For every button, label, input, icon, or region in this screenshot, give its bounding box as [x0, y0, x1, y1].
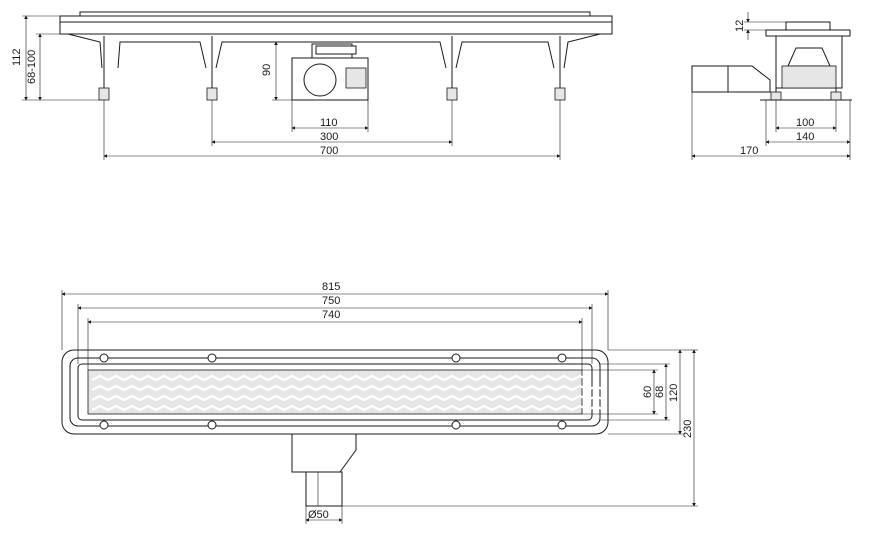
dim-112-label: 112: [11, 48, 23, 66]
dim-68-100-label: 68-100: [26, 50, 38, 84]
dimension-60: 60: [582, 369, 658, 415]
dimension-diameter-50: Ø50: [305, 506, 343, 524]
dimension-300: 300: [211, 100, 453, 146]
dim-50-label: Ø50: [308, 509, 329, 521]
dimension-700: 700: [103, 100, 561, 160]
dim-120-label: 120: [668, 384, 680, 402]
dim-68-label: 68: [654, 386, 666, 398]
dim-140-label: 140: [796, 131, 814, 143]
dim-12-label: 12: [734, 20, 746, 32]
dim-740-label: 740: [322, 309, 340, 321]
dim-170-label: 170: [740, 145, 758, 157]
front-elevation-view: 112 68-100 90 110 300: [11, 11, 613, 160]
siphon-outlet: [291, 43, 369, 101]
dimension-740: 740: [87, 309, 583, 370]
dimension-112: 112: [11, 15, 100, 101]
leveling-feet: [98, 36, 566, 101]
dimension-120: 120: [608, 349, 684, 435]
dim-60-label: 60: [642, 386, 654, 398]
dim-230-label: 230: [682, 420, 694, 438]
side-elevation-view: 12 100 140 170: [691, 12, 852, 160]
dimension-12: 12: [734, 12, 786, 40]
dim-110-label: 110: [320, 117, 338, 129]
dimension-750: 750: [77, 295, 593, 364]
dimension-100-side: 100: [775, 100, 837, 132]
dimension-170: 170: [691, 92, 851, 160]
dimension-68-100: 68-100: [26, 33, 60, 101]
outlet-pipe: [291, 433, 357, 507]
dim-700-label: 700: [320, 145, 338, 157]
dim-100-label: 100: [796, 117, 814, 129]
plan-view: 815 750 740 60 68: [61, 281, 698, 524]
dimension-140: 140: [765, 100, 851, 146]
dim-90-label: 90: [261, 64, 273, 76]
dim-750-label: 750: [322, 295, 340, 307]
mounting-holes: [99, 353, 567, 430]
dim-815-label: 815: [322, 281, 340, 293]
dimension-110: 110: [291, 100, 369, 132]
grate-pattern: [91, 374, 605, 412]
dimension-68: 68: [600, 363, 670, 421]
dimension-230: 230: [342, 349, 698, 507]
dimension-815: 815: [61, 281, 609, 350]
dim-300-label: 300: [320, 131, 338, 143]
dimension-90: 90: [261, 41, 312, 101]
